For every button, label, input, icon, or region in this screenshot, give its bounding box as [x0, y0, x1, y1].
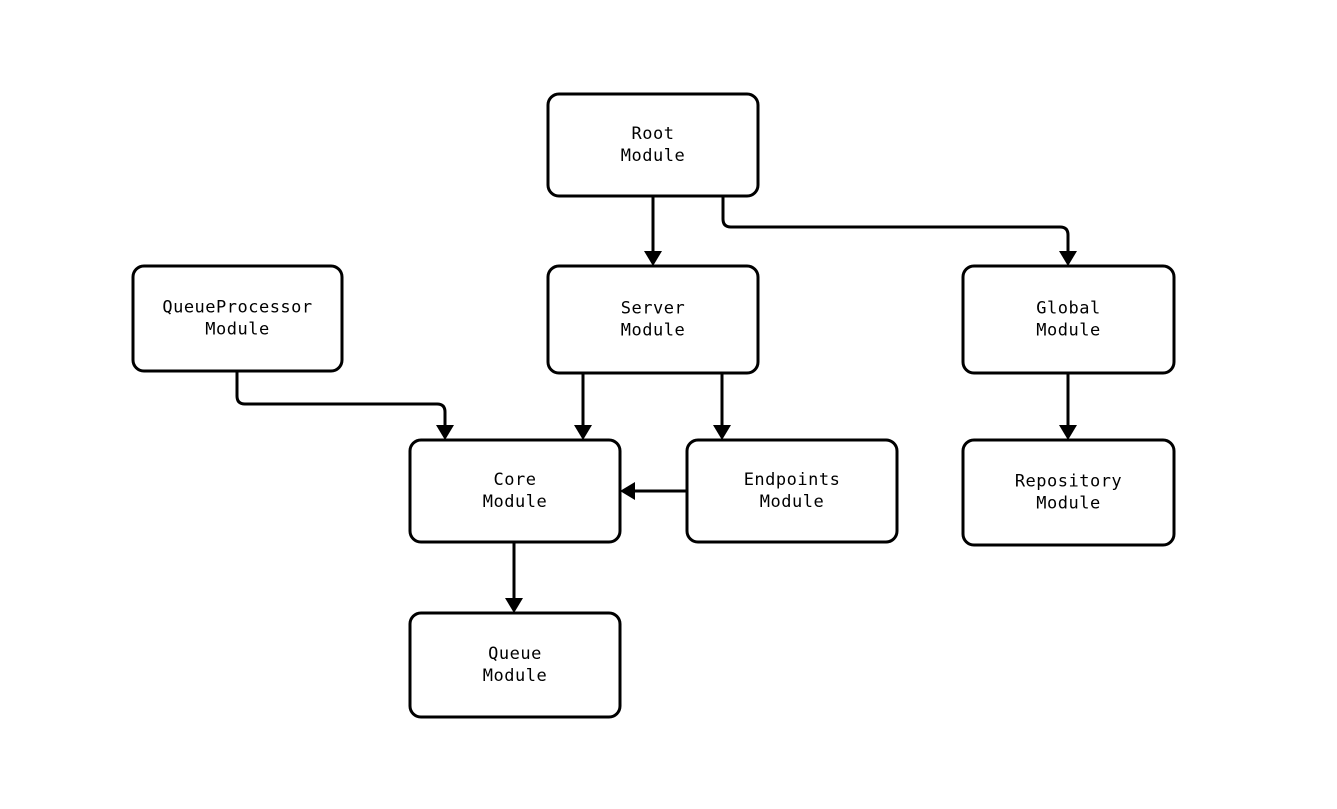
server-module-node-label-line2: Module	[621, 321, 685, 341]
edge-queueprocessor-to-core-arrowhead	[436, 425, 454, 440]
endpoints-module-node-label-line1: Endpoints	[744, 470, 841, 490]
edge-server-to-core-arrowhead	[574, 425, 592, 440]
edge-queueprocessor-to-core-line	[235, 371, 447, 426]
queue-module-node-label-line2: Module	[483, 666, 547, 686]
edge-endpoints-to-core-arrowhead	[620, 482, 635, 500]
queue-module-node-label-line1: Queue	[488, 644, 542, 664]
root-module-node-label-line2: Module	[621, 146, 685, 166]
edge-root-to-global-arrowhead	[1059, 251, 1077, 266]
edge-root-to-global	[721, 196, 1077, 266]
edge-server-to-endpoints	[713, 373, 731, 440]
edge-root-to-server-arrowhead	[644, 251, 662, 266]
global-module-node-label-line2: Module	[1036, 321, 1100, 341]
edges-layer	[235, 196, 1077, 613]
edge-core-to-queue	[505, 542, 523, 613]
queueprocessor-module-node-label-line1: QueueProcessor	[162, 298, 312, 318]
queueprocessor-module-node-box[interactable]	[131, 264, 344, 373]
core-module-node-box[interactable]	[408, 438, 622, 544]
edge-root-to-server	[644, 196, 662, 266]
global-module-node-box[interactable]	[961, 264, 1176, 375]
server-module-node-box[interactable]	[546, 264, 760, 375]
repository-module-node-label-line2: Module	[1036, 494, 1100, 514]
core-module-node-label-line1: Core	[494, 470, 537, 490]
endpoints-module-node-box[interactable]	[685, 438, 899, 544]
edge-server-to-core	[574, 373, 592, 440]
edge-queueprocessor-to-core	[235, 371, 454, 440]
edge-global-to-repository	[1059, 373, 1077, 440]
nodes-layer: RootModuleQueueProcessorModuleServerModu…	[131, 92, 1176, 719]
edge-global-to-repository-arrowhead	[1059, 425, 1077, 440]
edge-server-to-endpoints-arrowhead	[713, 425, 731, 440]
root-module-node-label-line1: Root	[632, 124, 675, 144]
root-module-node-box[interactable]	[546, 92, 760, 198]
queue-module-node-box[interactable]	[408, 611, 622, 719]
core-module-node-label-line2: Module	[483, 492, 547, 512]
edge-endpoints-to-core	[620, 482, 687, 500]
edge-root-to-global-line	[721, 196, 1070, 252]
repository-module-node-label-line1: Repository	[1015, 472, 1122, 492]
queueprocessor-module-node-label-line2: Module	[205, 320, 269, 340]
server-module-node-label-line1: Server	[621, 299, 685, 319]
repository-module-node-box[interactable]	[961, 438, 1176, 547]
endpoints-module-node-label-line2: Module	[760, 492, 824, 512]
global-module-node-label-line1: Global	[1036, 299, 1100, 319]
edge-core-to-queue-arrowhead	[505, 598, 523, 613]
